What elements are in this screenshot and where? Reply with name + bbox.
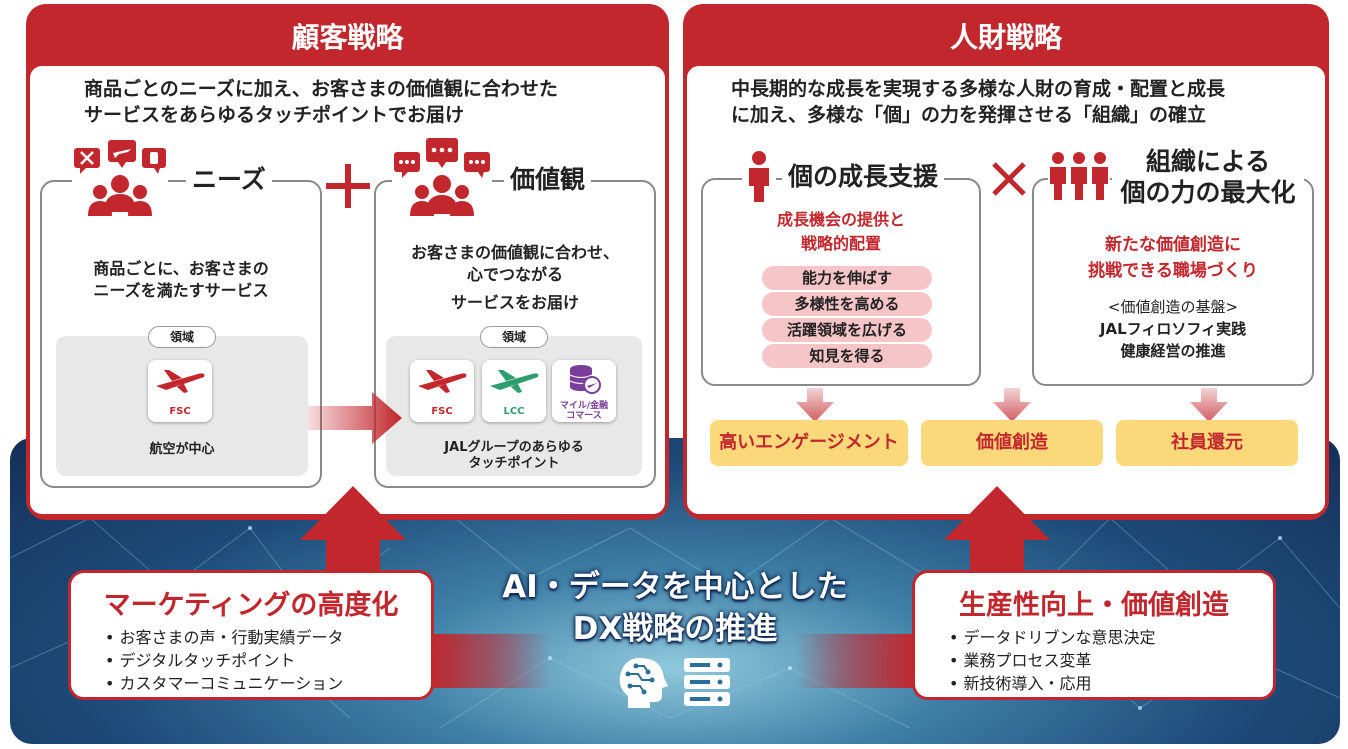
airplane-icon xyxy=(418,370,467,393)
productivity-up-arrow xyxy=(944,486,1050,582)
list-item: データドリブンな意思決定 xyxy=(949,626,1273,649)
plus-sign xyxy=(326,164,370,208)
outcome-employee-return: 社員還元 xyxy=(1116,420,1298,466)
list-item: お客さまの声・行動実績データ xyxy=(105,626,431,649)
customer-strategy-title: 顧客戦略 xyxy=(291,21,404,54)
values-title: 価値観 xyxy=(504,165,592,195)
person-icon xyxy=(742,150,776,202)
values-group-icon xyxy=(392,138,492,220)
values-domain-label: 領域 xyxy=(480,326,548,348)
organization-red-text: 新たな価値創造に 挑戦できる職場づくり xyxy=(1088,235,1258,281)
list-item: カスタマーコミュニケーション xyxy=(105,672,431,695)
needs-text: 商品ごとに、お客さまの ニーズを満たすサービス xyxy=(93,259,269,300)
down-arrow-1 xyxy=(796,388,834,422)
down-arrow-2 xyxy=(993,388,1031,422)
pill-diversity: 多様性を高める xyxy=(762,292,932,316)
coins-icon xyxy=(569,365,601,394)
outcome-value-creation: 価値創造 xyxy=(921,420,1103,466)
hr-lead: 中長期的な成長を実現する多様な人財の育成・配置と成長 に加え、多様な「個」の力を… xyxy=(731,78,1226,126)
left-connector xyxy=(430,634,550,688)
marketing-title: マーケティングの高度化 xyxy=(103,590,399,621)
ai-head-icon xyxy=(610,654,672,710)
individual-growth-title: 個の成長支援 xyxy=(782,162,945,192)
mile-finance-tile: マイル/金融コマース xyxy=(552,360,616,422)
dx-title: AI・データを中心とした DX戦略の推進 xyxy=(502,569,848,647)
marketing-list: お客さまの声・行動実績データ デジタルタッチポイント カスタマーコミュニケーショ… xyxy=(105,626,431,695)
productivity-box: 生産性向上・価値創造 データドリブンな意思決定 業務プロセス変革 新技術導入・応… xyxy=(912,570,1276,700)
times-sign xyxy=(990,160,1028,198)
pill-ability: 能力を伸ばす xyxy=(762,266,932,290)
fsc-tile: FSC xyxy=(148,360,212,422)
organization-base-text: <価値創造の基盤> JALフィロソフィ実践 健康経営の推進 xyxy=(1099,298,1247,360)
lcc-tile: LCC xyxy=(482,360,546,422)
hr-strategy-title: 人財戦略 xyxy=(949,21,1062,54)
list-item: 新技術導入・応用 xyxy=(949,672,1273,695)
values-text: お客さまの価値観に合わせ、 心でつながる サービスをお届け xyxy=(410,243,619,312)
marketing-up-arrow xyxy=(300,486,406,582)
needs-group-icon xyxy=(72,140,168,220)
right-connector xyxy=(796,634,916,688)
people-group-icon xyxy=(1048,150,1110,202)
needs-caption: 航空が中心 xyxy=(149,442,215,457)
outcome-engagement: 高いエンゲージメント xyxy=(710,420,908,466)
airplane-icon xyxy=(156,370,205,393)
individual-red-text: 成長機会の提供と 戦略的配置 xyxy=(776,210,905,253)
server-icon xyxy=(682,656,732,708)
pill-knowledge: 知見を得る xyxy=(762,344,932,368)
organization-box xyxy=(1032,178,1314,386)
customer-lead: 商品ごとのニーズに加え、お客さまの価値観に合わせた サービスをあらゆるタッチポイ… xyxy=(84,78,558,126)
down-arrow-3 xyxy=(1190,388,1228,422)
pill-field: 活躍領域を広げる xyxy=(762,318,932,342)
needs-title: ニーズ xyxy=(186,165,272,195)
productivity-title: 生産性向上・価値創造 xyxy=(959,590,1229,621)
fsc-tile-2: FSC xyxy=(410,360,474,422)
list-item: デジタルタッチポイント xyxy=(105,649,431,672)
marketing-box: マーケティングの高度化 お客さまの声・行動実績データ デジタルタッチポイント カ… xyxy=(68,570,434,700)
organization-title: 組織による 個の力の最大化 xyxy=(1112,146,1304,208)
needs-domain-label: 領域 xyxy=(148,326,216,348)
productivity-list: データドリブンな意思決定 業務プロセス変革 新技術導入・応用 xyxy=(949,626,1273,695)
list-item: 業務プロセス変革 xyxy=(949,649,1273,672)
needs-to-values-arrow xyxy=(308,388,404,448)
values-caption: JALグループのあらゆる タッチポイント xyxy=(444,440,584,471)
airplane-icon xyxy=(490,370,539,393)
